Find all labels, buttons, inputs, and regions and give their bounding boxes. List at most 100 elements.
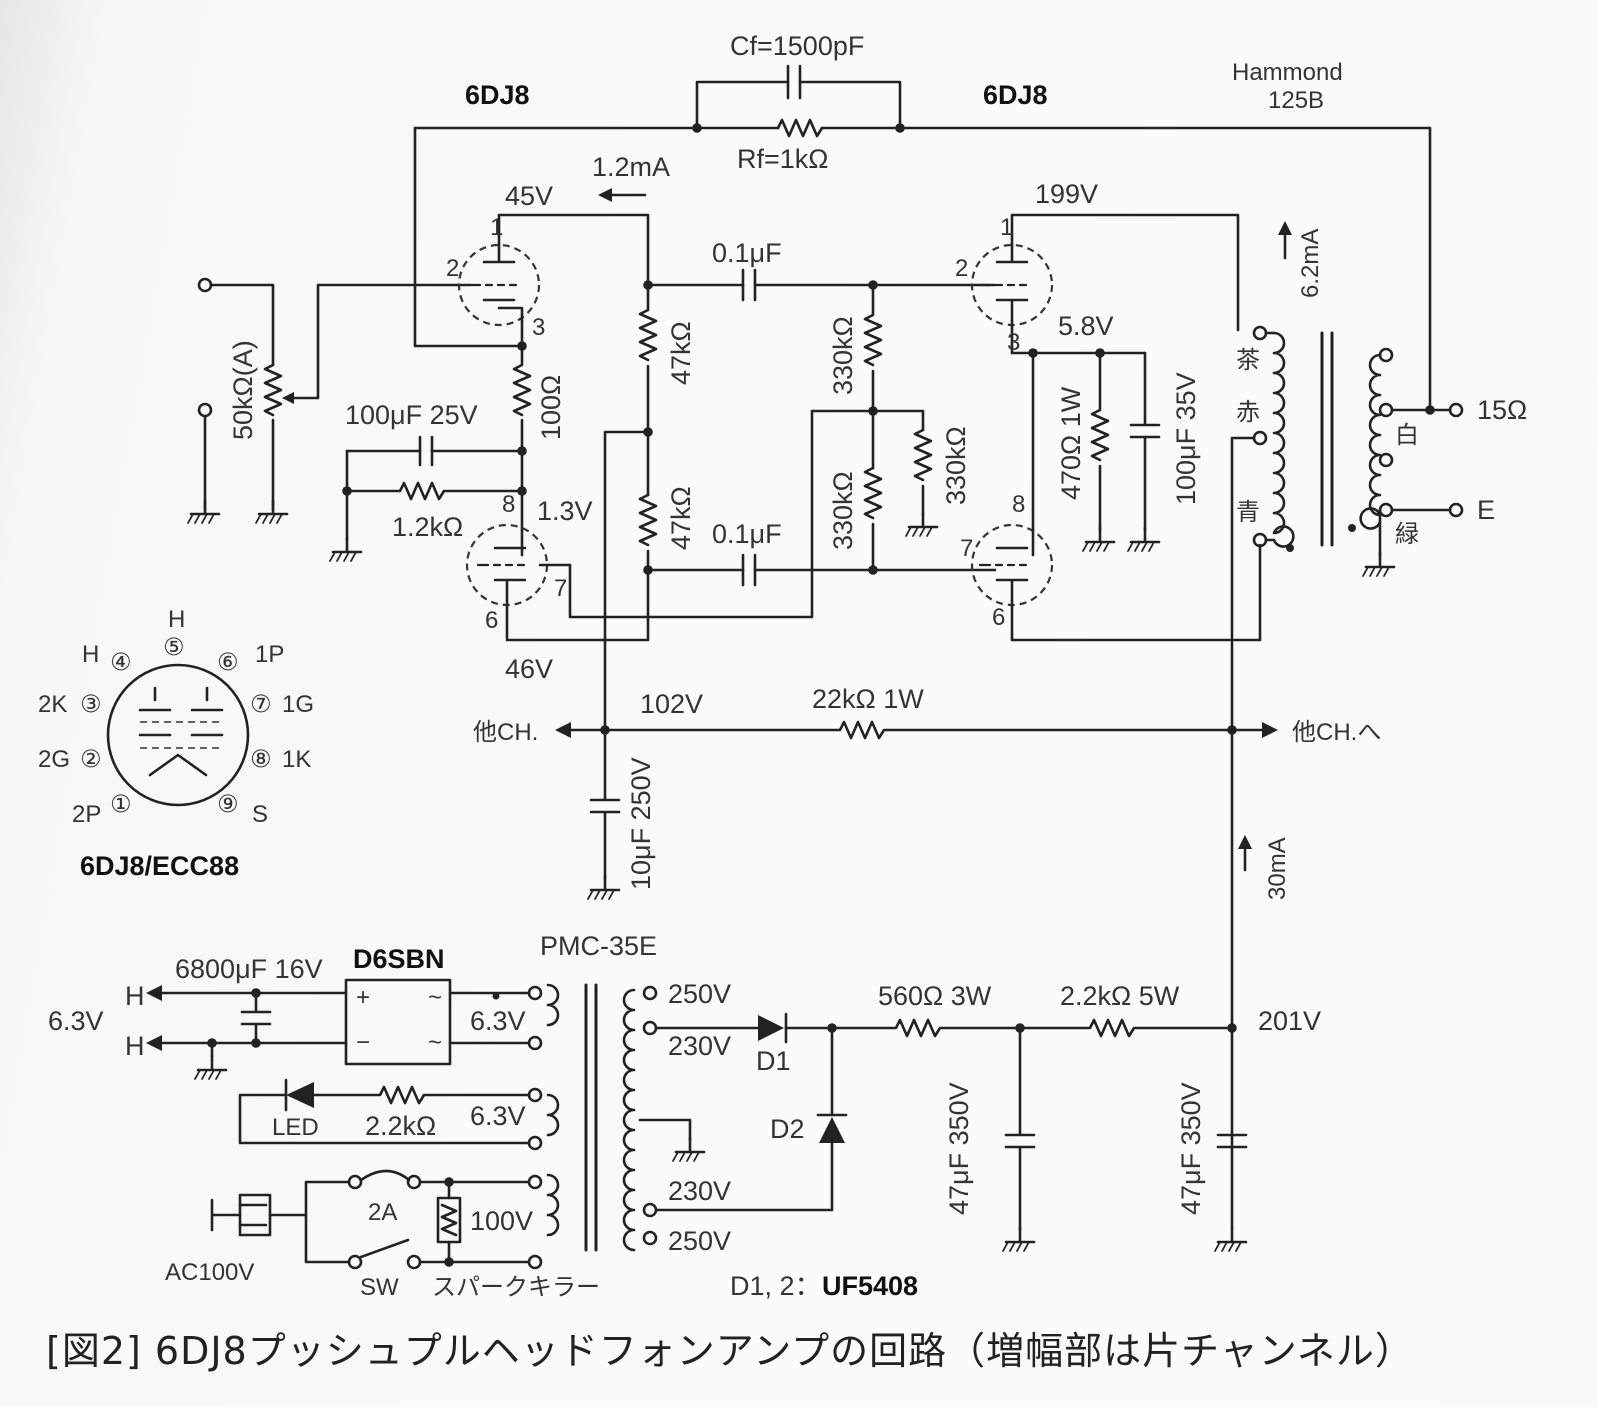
pin-4: ④ (110, 649, 132, 676)
ac-label: AC100V (165, 1259, 254, 1286)
primary-100v: 100V (470, 1206, 533, 1236)
voltage-102v: 102V (640, 689, 703, 719)
r2-2k-5w-label: 2.2kΩ 5W (1060, 981, 1180, 1011)
r330k-a-label: 330kΩ (828, 316, 858, 395)
voltage-46v: 46V (505, 654, 553, 684)
pin-6-v1b: 6 (485, 607, 498, 634)
diode-type: UF5408 (822, 1271, 918, 1301)
pin-1-v2a: 1 (1000, 214, 1013, 241)
c1-label: 0.1μF (712, 238, 782, 268)
pin-1k: 1K (282, 746, 311, 773)
r560-label: 560Ω 3W (878, 981, 992, 1011)
pin-9: ⑨ (217, 791, 239, 818)
svg-text:~: ~ (428, 984, 442, 1011)
r100-label: 100Ω (536, 375, 566, 440)
wire-brown: 茶 (1236, 347, 1260, 374)
wire-white: 白 (1395, 422, 1419, 449)
power-tr-label: PMC-35E (540, 931, 657, 961)
pin-6-v2b: 6 (992, 604, 1005, 631)
ac-input (210, 1169, 531, 1270)
tap-230v-b: 230V (668, 1176, 731, 1206)
pin-2-v2a: 2 (955, 255, 968, 282)
r330k-b-label: 330kΩ (828, 471, 858, 550)
feedback-network (413, 64, 1432, 412)
pin-2g: 2G (38, 746, 70, 773)
pin-1p: 1P (255, 641, 284, 668)
current-30ma: 30mA (1264, 837, 1291, 900)
pin-8-v1b: 8 (502, 491, 515, 518)
heater-voltage: 6.3V (48, 1006, 104, 1036)
pin-6: ⑥ (217, 649, 239, 676)
pin-8: ⑧ (250, 746, 272, 773)
opt-model: 125B (1268, 87, 1324, 114)
output-transformer (1230, 221, 1464, 732)
cf-label: Cf=1500pF (730, 31, 864, 61)
pin-7-v1b: 7 (554, 575, 567, 602)
to-other-ch-left: 他CH. (473, 719, 538, 746)
d1-label: D1 (756, 1046, 791, 1076)
pin-7: ⑦ (250, 691, 272, 718)
pin-3-v2a: 3 (1007, 329, 1020, 356)
rf-resistor (776, 118, 824, 138)
pin-3: ③ (80, 691, 102, 718)
pin-1g: 1G (282, 691, 314, 718)
voltage-45v: 45V (505, 181, 553, 211)
output-cathode-network (1010, 348, 1161, 553)
led-label: LED (272, 1114, 319, 1141)
voltage-1-3v: 1.3V (537, 496, 593, 526)
c6800-label: 6800μF 16V (175, 954, 323, 984)
triode-v1b (465, 523, 572, 640)
triode-v2a (970, 213, 1054, 355)
r-1-2k-label: 1.2kΩ (392, 512, 463, 542)
voltage-5-8v: 5.8V (1058, 311, 1114, 341)
tap-230v-a: 230V (668, 1031, 731, 1061)
bridge-label: D6SBN (353, 944, 445, 974)
heater-supply: +− ~~ (146, 978, 531, 1081)
r47k-a-label: 47kΩ (666, 321, 696, 385)
led-circuit (238, 1078, 531, 1145)
wire-green: 緑 (1395, 521, 1419, 548)
pin-5: ⑤ (163, 634, 185, 661)
pin-h-left: H (82, 641, 99, 668)
heater-tap-b: 6.3V (470, 1101, 526, 1131)
pinout-title: 6DJ8/ECC88 (80, 851, 239, 881)
pin-8-v2b: 8 (1012, 491, 1025, 518)
c100-25v-label: 100μF 25V (345, 400, 478, 430)
heater-tap-a: 6.3V (470, 1006, 526, 1036)
tap-250v-a: 250V (668, 979, 731, 1009)
r-led-label: 2.2kΩ (365, 1111, 436, 1141)
triode-v1a (457, 220, 541, 348)
triode-v2b (970, 523, 1262, 642)
r47k-b-label: 47kΩ (666, 486, 696, 550)
tube-pinout (106, 663, 250, 807)
c47-b-label: 47μF 350V (1176, 1082, 1206, 1215)
figure-caption: [図2] 6DJ8プッシュプルヘッドフォンアンプの回路（増幅部は片チャンネル） (46, 1329, 1414, 1373)
pin-2k: 2K (38, 691, 67, 718)
opt-name: Hammond (1232, 59, 1343, 86)
pin-h-top: H (168, 606, 185, 633)
svg-text:+: + (356, 984, 370, 1011)
pin-3-v1a: 3 (532, 314, 545, 341)
pin-1: ① (110, 791, 132, 818)
rf-label: Rf=1kΩ (737, 144, 828, 174)
heater-h1: H (125, 981, 145, 1011)
b-plus-line (555, 720, 1278, 1230)
grid-bias-network (863, 280, 939, 575)
c47-a-label: 47μF 350V (944, 1082, 974, 1215)
input-volume (186, 277, 472, 525)
current-6-2ma: 6.2mA (1297, 229, 1324, 298)
volume-label: 50kΩ(A) (228, 340, 258, 440)
voltage-199v: 199V (1035, 179, 1098, 209)
pin-1-v1a: 1 (490, 214, 503, 241)
c2-label: 0.1μF (712, 519, 782, 549)
c10-label: 10μF 250V (626, 757, 656, 890)
tube-label-left: 6DJ8 (465, 80, 530, 110)
wire-red: 赤 (1236, 399, 1260, 426)
pin-2: ② (80, 746, 102, 773)
tap-15ohm: 15Ω (1477, 395, 1527, 425)
cf-capacitor (786, 64, 802, 100)
c100-35v-label: 100μF 35V (1171, 372, 1201, 505)
r470-label: 470Ω 1W (1056, 386, 1086, 500)
tap-250v-b: 250V (668, 1226, 731, 1256)
